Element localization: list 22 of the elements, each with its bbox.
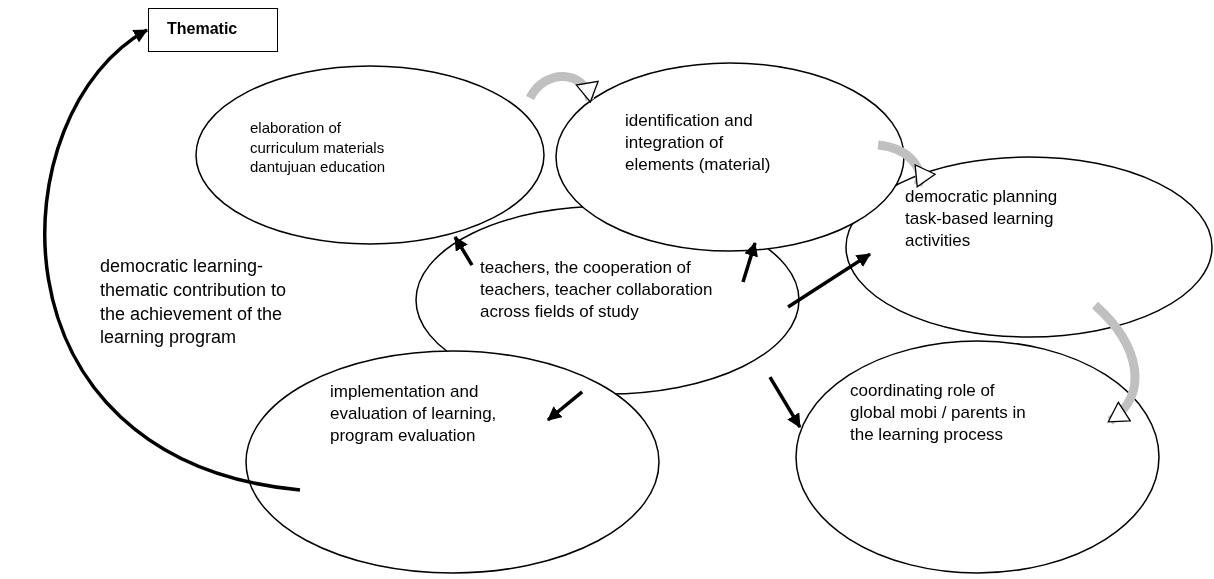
node-text: teachers, the cooperation of teachers, teacher collaboration across fields of study: [480, 257, 714, 324]
curved-block-arrow: [1091, 301, 1140, 425]
arrow: [741, 242, 758, 283]
curved-arrow: [43, 28, 301, 492]
arrow: [768, 376, 802, 429]
ellipse-node: [795, 340, 1160, 574]
node-text: elaboration of curriculum materials dantujuan education: [250, 118, 387, 177]
curved-block-arrow: [877, 140, 935, 188]
arrow: [546, 390, 584, 422]
node-text: coordinating role of global mobi / parents in the learning process: [850, 380, 1027, 447]
ellipse-node: [195, 65, 545, 245]
ellipse-node: [555, 62, 905, 252]
arrow: [787, 252, 871, 309]
title-box: [148, 8, 278, 52]
ellipse-node: [845, 156, 1213, 338]
arrow: [453, 236, 474, 266]
ellipse-node: [245, 350, 660, 574]
node-text: identification and integration of elements (material): [625, 110, 772, 177]
node-text: implementation and evaluation of learning, program evaluation: [330, 381, 498, 448]
annotation-text: democratic learning-thematic contribution to the achievement of the learning program: [100, 255, 288, 350]
node-text: democratic planning task-based learning activities: [905, 186, 1059, 253]
node-text: Thematic: [167, 19, 239, 39]
